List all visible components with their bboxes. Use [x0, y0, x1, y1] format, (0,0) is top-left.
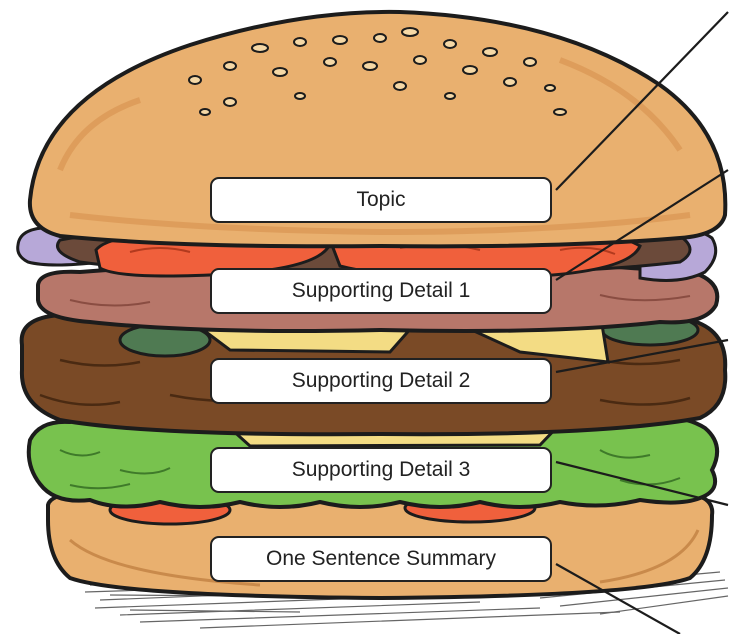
supporting-detail-3-label: Supporting Detail 3	[210, 447, 552, 493]
supporting-detail-2-label: Supporting Detail 2	[210, 358, 552, 404]
topic-label: Topic	[210, 177, 552, 223]
summary-label: One Sentence Summary	[210, 536, 552, 582]
supporting-detail-1-label: Supporting Detail 1	[210, 268, 552, 314]
